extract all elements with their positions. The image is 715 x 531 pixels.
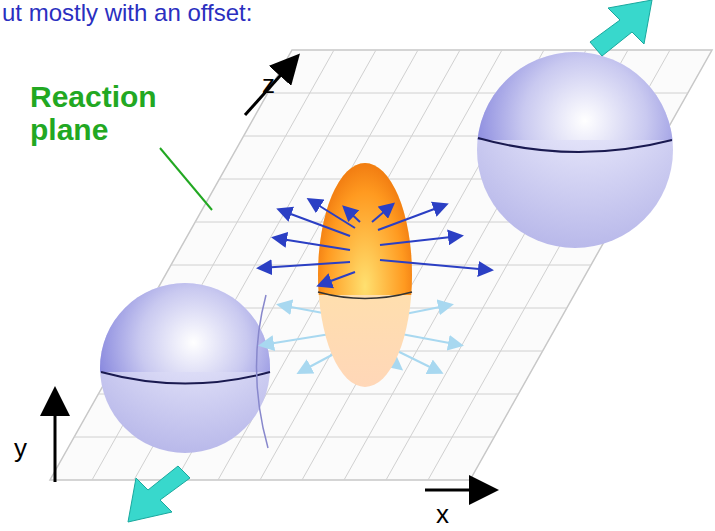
motion-arrow — [590, 0, 652, 56]
plane-grid — [50, 50, 712, 480]
motion-arrow — [128, 466, 190, 522]
x-axis — [425, 489, 493, 492]
y-axis — [54, 392, 57, 482]
flow-arrows-upper — [260, 200, 490, 285]
nucleus-left — [100, 283, 270, 453]
fireball — [318, 163, 412, 387]
axis-label: y — [14, 434, 27, 463]
nucleus-right — [477, 52, 673, 248]
heading-text: ut mostly with an offset: — [2, 0, 252, 26]
z-axis — [245, 58, 296, 115]
plane-label: Reaction plane — [30, 80, 200, 146]
leader-line — [160, 148, 212, 210]
axis-label: z — [262, 70, 275, 99]
axis-label: x — [436, 500, 449, 529]
